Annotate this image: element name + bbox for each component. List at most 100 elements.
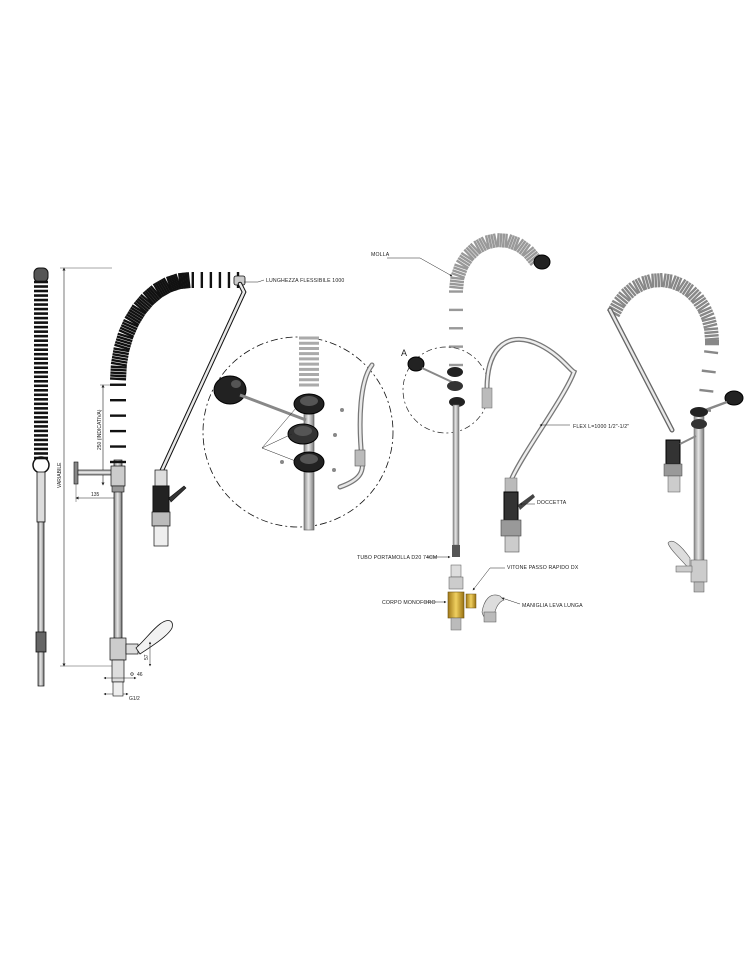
coil-turn <box>496 233 500 248</box>
coil-turn <box>662 273 667 288</box>
side-view-spring <box>34 280 48 460</box>
coil-turn <box>525 250 539 262</box>
coil-turn <box>186 272 191 289</box>
coil-turn <box>641 275 648 291</box>
coil-turn <box>646 274 654 289</box>
coil-turn <box>177 273 183 290</box>
coil-turn <box>623 286 635 299</box>
coil-turn <box>111 358 128 364</box>
coil-turn <box>449 279 465 284</box>
coil-turn <box>610 302 624 312</box>
coil-turn <box>672 276 680 291</box>
coil-turn <box>131 304 147 315</box>
coil-turn <box>116 335 133 343</box>
coil-turn <box>487 234 493 249</box>
coil-turn <box>684 283 695 297</box>
detail-spring <box>299 336 319 387</box>
coil-turn <box>125 313 141 324</box>
coil-turn <box>510 236 518 251</box>
coil-turn <box>704 334 719 338</box>
coil-turn <box>459 254 473 265</box>
coil-turn <box>119 326 136 336</box>
coil-turn <box>142 291 155 306</box>
coil-turn <box>520 243 532 257</box>
coil-turn <box>160 278 171 294</box>
callout-molla: MOLLA <box>371 252 390 258</box>
coil-turn <box>699 309 714 318</box>
coil-turn <box>514 238 525 252</box>
coil-turn <box>501 233 506 248</box>
coil-turn <box>693 296 707 307</box>
coil-turn <box>454 263 469 271</box>
coil-turn <box>449 282 464 287</box>
coil-turn <box>154 281 165 298</box>
coil-turn <box>457 256 471 267</box>
coil-turn <box>665 273 670 288</box>
coil-turn <box>631 280 641 294</box>
coil-turn <box>690 291 702 303</box>
coil-turn <box>701 369 716 374</box>
coil-turn <box>144 289 157 304</box>
callout-flex: FLEX L=1000 1/2"-1/2" <box>573 424 629 430</box>
coil-turn <box>507 235 516 250</box>
coil-turn <box>704 330 719 335</box>
coil-turn <box>618 291 631 303</box>
coil-turn <box>492 233 499 248</box>
coil-turn <box>659 273 664 288</box>
coil-turn <box>170 274 178 291</box>
coil-turn <box>516 240 527 254</box>
coil-turn <box>117 332 134 340</box>
dim-57: 57 <box>144 654 150 660</box>
coil-turn <box>114 340 131 348</box>
coil-turn <box>513 236 521 251</box>
coil-turn <box>518 241 529 255</box>
coil-turn <box>698 306 712 315</box>
coil-turn <box>453 266 468 274</box>
coil-turn <box>111 355 129 361</box>
coil-turn <box>130 306 145 318</box>
coil-turn <box>679 280 689 294</box>
coil-turn <box>691 294 705 305</box>
coil-turn <box>140 293 154 307</box>
coil-turn <box>121 321 138 331</box>
coil-turn <box>611 299 626 309</box>
exploded-spring <box>449 233 542 367</box>
coil-turn <box>455 259 470 270</box>
coil-turn <box>149 285 163 299</box>
coil-turn <box>522 246 535 258</box>
coil-turn <box>450 276 465 281</box>
callout-maniglia: MANIGLIA LEVA LUNGA <box>522 603 583 609</box>
callout-corpo-monoforo: CORPO MONOFORO <box>382 600 436 606</box>
coil-turn <box>172 274 180 291</box>
coil-turn <box>110 368 127 372</box>
coil-turn <box>523 248 537 260</box>
coil-turn <box>463 248 475 261</box>
coil-turn <box>685 286 698 299</box>
coil-turn <box>165 276 174 293</box>
coil-turn <box>473 240 483 254</box>
callout-lunghezza-flessibile: LUNGHEZZA FLESSIBILE 1000 <box>266 278 344 284</box>
detail-view <box>202 336 394 531</box>
coil-turn <box>168 275 176 292</box>
coil-turn <box>136 297 151 310</box>
coil-turn <box>504 233 508 248</box>
coil-turn <box>146 288 159 303</box>
dim-variabile: VARIABILE <box>57 462 63 488</box>
coil-turn <box>490 233 496 249</box>
coil-turn <box>628 282 639 295</box>
coil-turn <box>676 278 687 292</box>
coil-turn <box>110 365 127 369</box>
coil-turn <box>687 288 700 301</box>
coil-turn <box>480 236 490 250</box>
coil-turn <box>467 244 479 257</box>
side-view <box>32 267 50 687</box>
coil-turn <box>637 277 646 291</box>
coil-turn <box>616 293 629 305</box>
coil-turn <box>634 278 644 293</box>
coil-turn <box>701 316 716 323</box>
coil-turn <box>699 388 714 393</box>
coil-turn <box>120 324 137 333</box>
coil-turn <box>625 284 637 297</box>
coil-turn <box>703 322 718 329</box>
coil-turn <box>110 361 128 367</box>
